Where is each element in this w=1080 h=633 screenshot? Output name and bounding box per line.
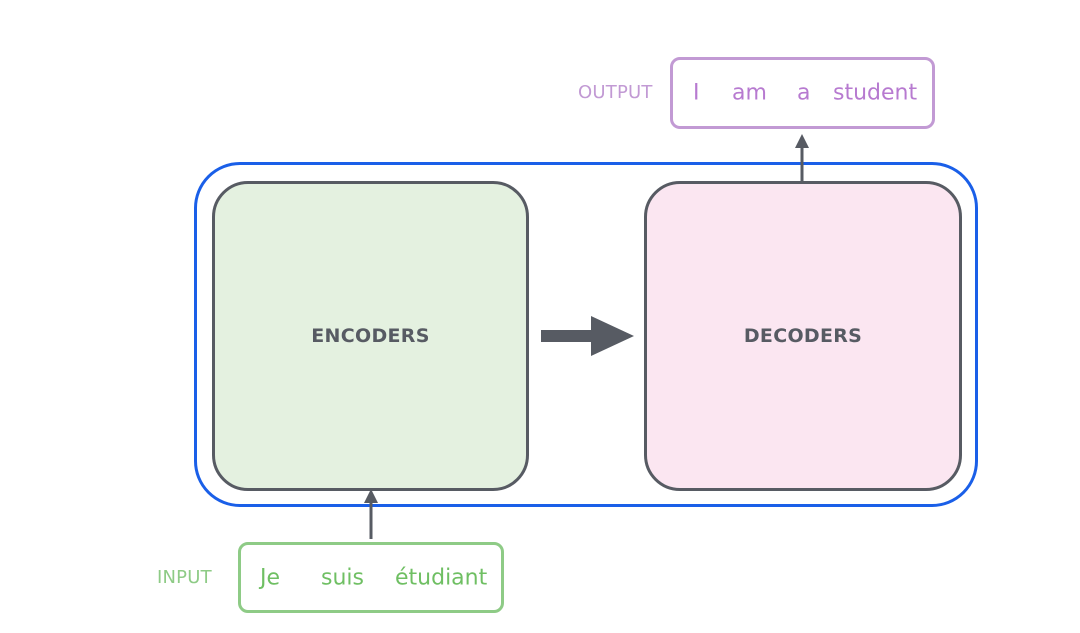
output-token: am <box>732 80 767 106</box>
input-token: Je <box>260 565 281 590</box>
input-token: étudiant <box>395 565 488 590</box>
output-token: I <box>693 80 700 106</box>
input-sequence-box: Je suis étudiant <box>238 542 504 613</box>
output-sequence-box: I am a student <box>670 57 935 129</box>
transformer-frame <box>194 162 978 507</box>
encoders-block: ENCODERS <box>212 181 529 491</box>
encoders-label: ENCODERS <box>311 325 430 347</box>
output-token: student <box>833 80 918 106</box>
input-token: suis <box>321 565 364 590</box>
decoders-label: DECODERS <box>743 325 863 347</box>
input-label: INPUT <box>157 567 212 588</box>
output-label: OUTPUT <box>578 82 653 103</box>
output-token: a <box>797 80 811 106</box>
decoders-block: DECODERS <box>644 181 962 491</box>
